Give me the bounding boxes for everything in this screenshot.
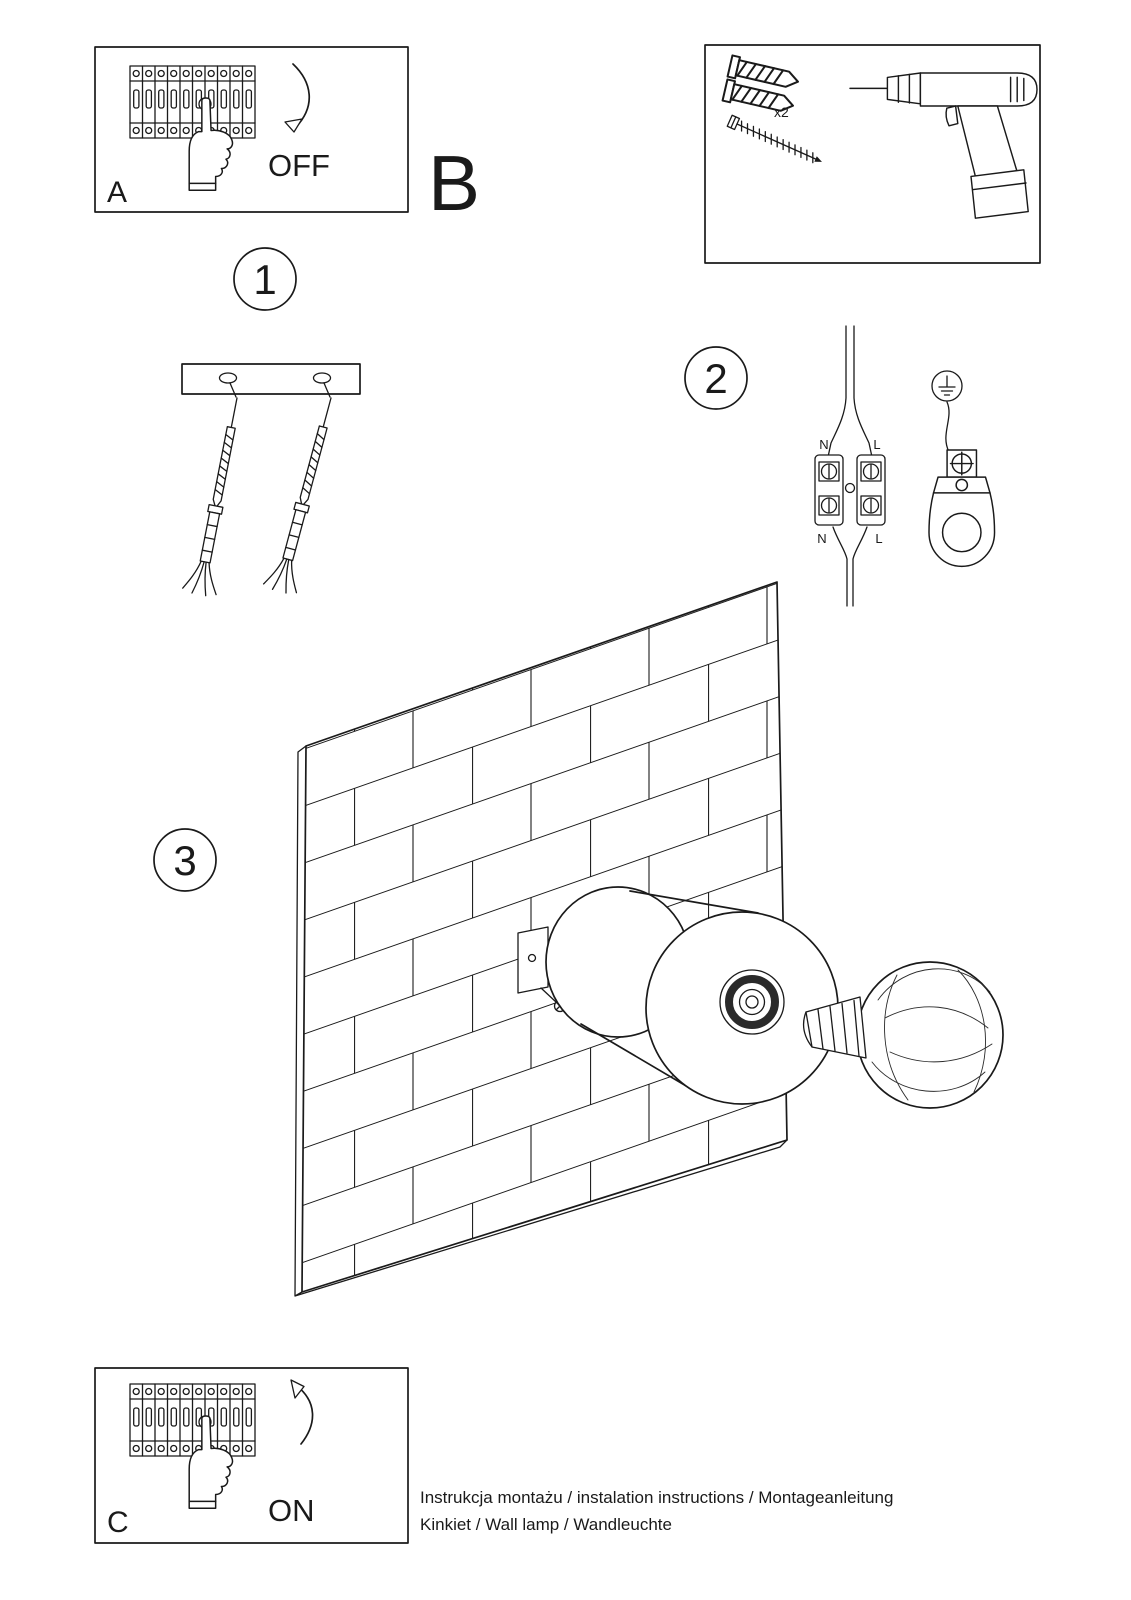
power-cable-top <box>827 325 847 458</box>
plate-hole <box>312 372 332 384</box>
step-3-badge <box>153 828 217 892</box>
step-1-badge <box>233 247 297 311</box>
wall-anchor-right <box>262 392 349 597</box>
power-on-box: C ON <box>94 1367 409 1544</box>
box-a-label: A <box>107 176 127 209</box>
power-off-box: A OFF <box>94 46 409 213</box>
ground-connector <box>928 449 996 568</box>
box-c-label: C <box>107 1506 129 1539</box>
step-2: 2 N L N L <box>684 325 996 607</box>
step-2-number: 2 <box>704 355 727 402</box>
power-cable-top <box>853 325 873 458</box>
step-1: 1 <box>181 247 361 599</box>
footer-line-2: Kinkiet / Wall lamp / Wandleuchte <box>420 1515 672 1534</box>
label-n-top: N <box>819 437 828 452</box>
power-cable-bottom <box>832 526 848 607</box>
plate-hole <box>218 372 238 384</box>
off-label: OFF <box>268 148 330 183</box>
step-3-number: 3 <box>173 837 196 884</box>
ground-wire <box>945 401 950 453</box>
lamp-body <box>545 886 839 1105</box>
ground-symbol-icon <box>931 370 963 402</box>
bulb-socket <box>719 969 785 1035</box>
step-1-number: 1 <box>253 256 276 303</box>
light-bulb <box>802 961 1004 1109</box>
label-n-bottom: N <box>817 531 826 546</box>
on-label: ON <box>268 1493 315 1528</box>
drill-icon <box>849 72 1038 219</box>
mounting-plate <box>181 363 361 395</box>
bulb-screw-base <box>802 996 867 1059</box>
off-arrow-head <box>284 118 303 133</box>
label-l-bottom: L <box>875 531 882 546</box>
breaker-panel <box>129 65 256 139</box>
section-b-label: B <box>428 139 480 227</box>
wall-plug-count: x2 <box>774 104 789 120</box>
breaker-panel <box>129 1383 256 1457</box>
on-arrow-head <box>290 1379 305 1399</box>
on-arrow-icon <box>296 1385 314 1445</box>
step-2-badge <box>684 346 748 410</box>
wall-anchor-left <box>181 394 255 599</box>
power-cable-bottom <box>852 526 868 607</box>
step-3: 3 <box>153 581 1004 1297</box>
footer-line-1: Instrukcja montażu / instalation instruc… <box>420 1488 893 1507</box>
parts-box: x2 <box>704 44 1041 264</box>
terminal-block <box>814 454 886 526</box>
label-l-top: L <box>873 437 880 452</box>
